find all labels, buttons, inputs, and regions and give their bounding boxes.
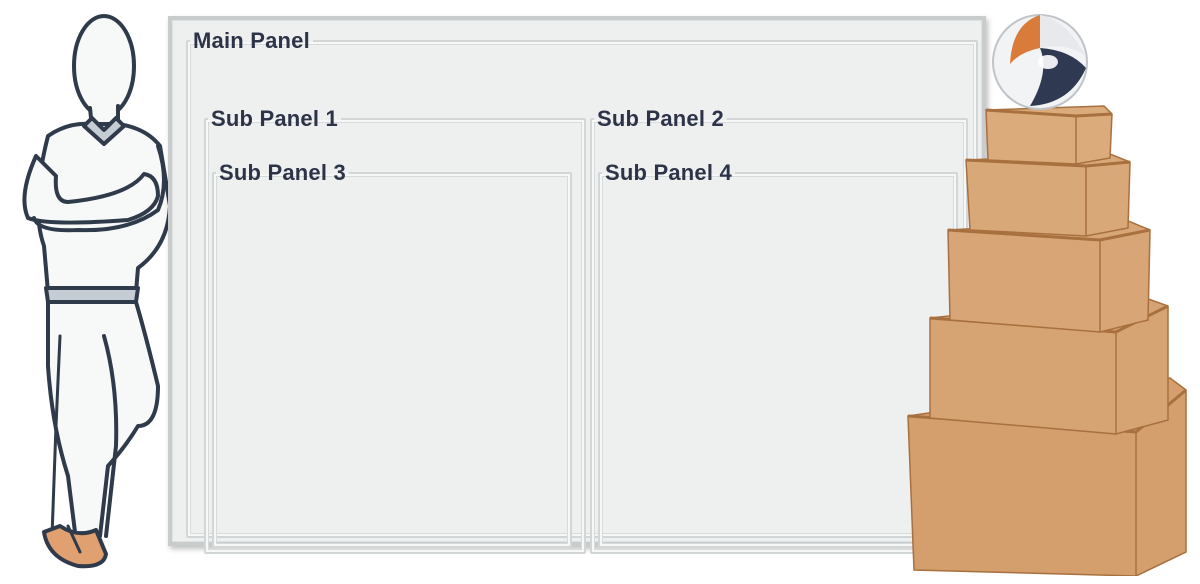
sub-panel-1-title: Sub Panel 1: [211, 106, 338, 131]
main-panel-title: Main Panel: [193, 28, 310, 53]
main-panel: Main Panel Sub Panel 1 Sub Panel 2 Sub P…: [186, 28, 978, 554]
sub-panel-3-title: Sub Panel 3: [219, 160, 346, 185]
stacked-boxes-illustration: [907, 105, 1187, 576]
sub-panel-3: Sub Panel 3: [212, 162, 572, 548]
sub-panel-4-title: Sub Panel 4: [605, 160, 732, 185]
standing-man-illustration: [22, 14, 172, 569]
application-window: Main Panel Sub Panel 1 Sub Panel 2 Sub P…: [168, 16, 986, 554]
sub-panel-2-title: Sub Panel 2: [597, 106, 724, 131]
sub-panel-1: Sub Panel 1: [204, 108, 586, 554]
beach-ball-illustration: [992, 14, 1088, 110]
